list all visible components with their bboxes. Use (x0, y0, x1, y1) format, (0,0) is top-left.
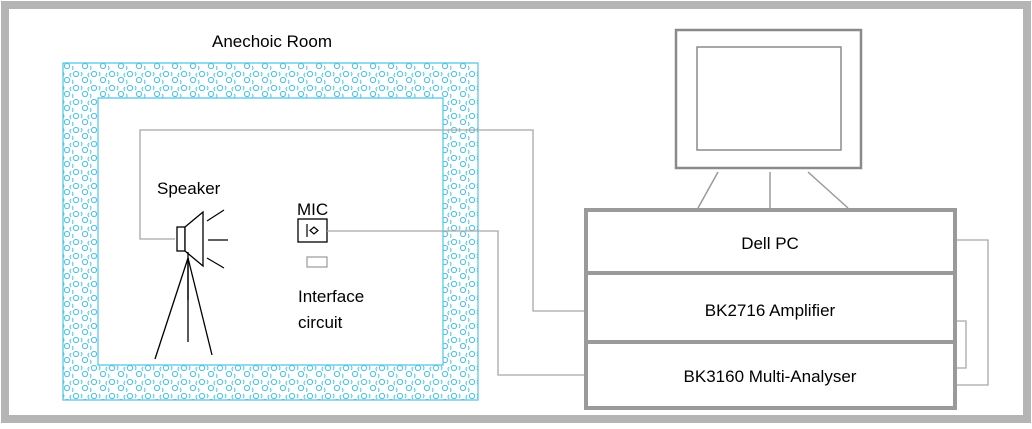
pc-to-analyser-cable (955, 239, 989, 386)
microphone: MIC (297, 200, 328, 243)
tripod-leg (187, 257, 213, 356)
mic-box (297, 218, 328, 243)
speaker-label: Speaker (157, 179, 221, 198)
equipment-stack-frame (584, 208, 957, 410)
amplifier-to-speaker-cable (139, 129, 586, 312)
monitor-stand-leg (697, 171, 719, 209)
sound-wave-line (206, 209, 225, 222)
interface-circuit-box (306, 256, 328, 268)
dell-pc-label: Dell PC (741, 234, 799, 253)
speaker-cone (184, 210, 204, 268)
speaker-magnet (176, 226, 186, 252)
monitor-screen (696, 46, 842, 151)
anechoic-room: Anechoic Room (62, 32, 479, 401)
room-title: Anechoic Room (212, 32, 332, 51)
mic-to-analyser-cable (327, 230, 586, 376)
cables (139, 129, 989, 386)
amplifier-to-analyser-cable (955, 320, 967, 369)
speaker: Speaker (154, 179, 228, 360)
monitor-stand-leg (807, 171, 849, 209)
mic-diaphragm (309, 226, 319, 235)
analyser-label: BK3160 Multi-Analyser (684, 367, 857, 386)
interface-circuit: Interface circuit (298, 256, 364, 332)
interface-label-line2: circuit (298, 313, 343, 332)
amplifier-label: BK2716 Amplifier (705, 301, 836, 320)
tripod-leg (154, 257, 189, 360)
mic-label: MIC (297, 200, 328, 219)
monitor (674, 28, 863, 209)
equipment-stack: Dell PC BK2716 Amplifier BK3160 Multi-An… (584, 208, 957, 410)
sound-wave-line (206, 257, 225, 269)
interface-label-line1: Interface (298, 287, 364, 306)
room-wall (62, 62, 479, 401)
